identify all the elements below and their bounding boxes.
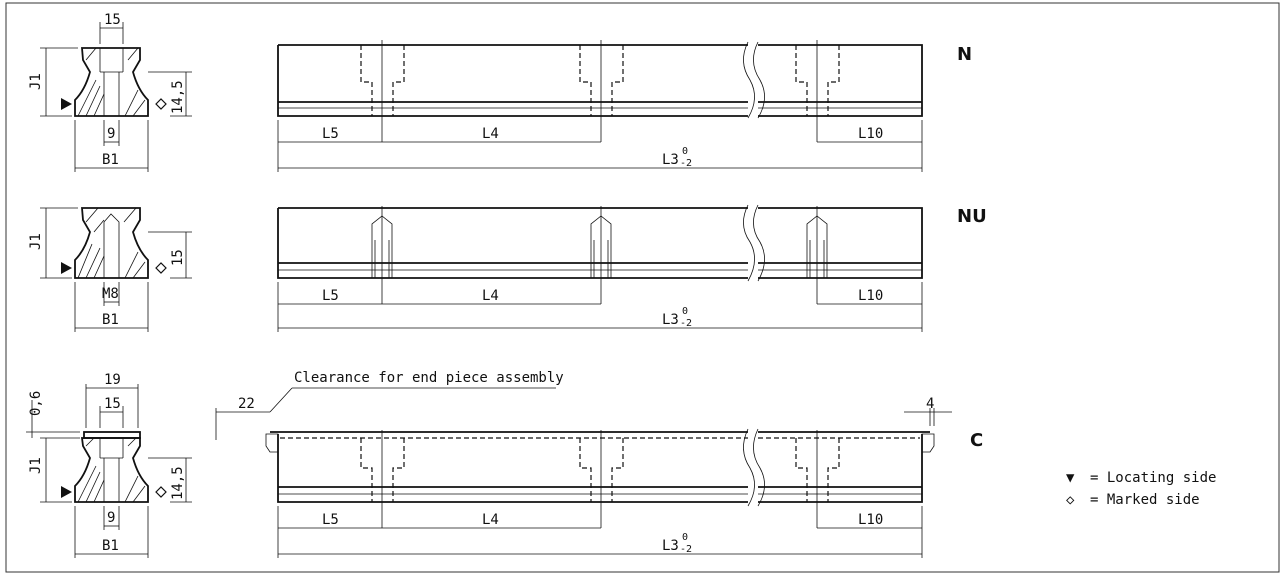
- hole-hidden: [360, 430, 840, 528]
- dim-bottom-width: 9: [107, 126, 115, 142]
- dim-top-width: 15: [104, 12, 121, 28]
- dim-l10: L10: [858, 288, 883, 304]
- dim-l4: L4: [482, 126, 499, 142]
- section-c: 19 15 9 B1 0,6 J1 14,5: [26, 372, 192, 558]
- dim-l5: L5: [322, 512, 339, 528]
- dim-l4: L4: [482, 512, 499, 528]
- dim-tol-upper: 0: [682, 306, 688, 317]
- row-c: 19 15 9 B1 0,6 J1 14,5: [26, 370, 983, 558]
- dim-thread: M8: [102, 286, 119, 302]
- dim-l10: L10: [858, 512, 883, 528]
- variant-label-n: N: [957, 44, 972, 65]
- dim-height: J1: [28, 457, 44, 474]
- locating-side-icon: [61, 486, 72, 498]
- drawing-frame: [5, 2, 1280, 573]
- dim-l10: L10: [858, 126, 883, 142]
- marked-side-icon: [155, 262, 167, 274]
- dim-cover-thickness: 0,6: [28, 391, 44, 416]
- dim-bottom-width: 9: [107, 510, 115, 526]
- dim-total: L3: [662, 538, 679, 554]
- dim-base-width: B1: [102, 312, 119, 328]
- marked-side-icon: [155, 98, 167, 110]
- row-n: 15 9 B1 J1 14,5: [28, 12, 972, 172]
- dim-side-height: 14,5: [170, 80, 186, 114]
- variant-label-c: C: [970, 430, 983, 451]
- section-n: 15 9 B1 J1 14,5: [28, 12, 192, 172]
- locating-side-icon: [61, 98, 72, 110]
- dim-side-height: 14,5: [170, 466, 186, 500]
- dim-top-width: 15: [104, 396, 121, 412]
- dim-tol-lower: -2: [680, 544, 692, 555]
- locating-side-icon: [61, 262, 72, 274]
- variant-label-nu: NU: [957, 206, 987, 227]
- dim-tol-upper: 0: [682, 532, 688, 543]
- hole-hidden: [360, 40, 840, 142]
- rail-n: L5 L4 L10 L3 0 -2: [277, 40, 923, 172]
- legend: ▼ = Locating side ◇ = Marked side: [1066, 470, 1216, 508]
- marked-side-legend-text: = Marked side: [1090, 492, 1200, 508]
- dim-height: J1: [28, 233, 44, 250]
- section-nu: M8 B1 J1 15: [28, 207, 192, 332]
- dim-outer-width: 19: [104, 372, 121, 388]
- locating-side-legend-text: = Locating side: [1090, 470, 1216, 486]
- dim-end-left: 22: [238, 396, 255, 412]
- marked-side-icon: [155, 486, 167, 498]
- dim-side-height: 15: [170, 249, 186, 266]
- thread-hidden: [371, 206, 828, 304]
- dim-base-width: B1: [102, 152, 119, 168]
- dim-total: L3: [662, 152, 679, 168]
- dim-total: L3: [662, 312, 679, 328]
- locating-side-legend-icon: ▼: [1066, 470, 1075, 486]
- rail-nu: L5 L4 L10 L3 0 -2: [277, 204, 923, 332]
- dim-l4: L4: [482, 288, 499, 304]
- dim-tol-lower: -2: [680, 318, 692, 329]
- dim-height: J1: [28, 73, 44, 90]
- dim-base-width: B1: [102, 538, 119, 554]
- dim-tol-lower: -2: [680, 158, 692, 169]
- marked-side-legend-icon: ◇: [1066, 492, 1075, 508]
- dim-end-right: 4: [926, 396, 934, 412]
- dim-l5: L5: [322, 288, 339, 304]
- row-nu: M8 B1 J1 15: [28, 204, 987, 332]
- dim-l5: L5: [322, 126, 339, 142]
- rail-c: 22 Clearance for end piece assembly 4 L5…: [215, 370, 952, 558]
- clearance-note: Clearance for end piece assembly: [294, 370, 564, 386]
- dim-tol-upper: 0: [682, 146, 688, 157]
